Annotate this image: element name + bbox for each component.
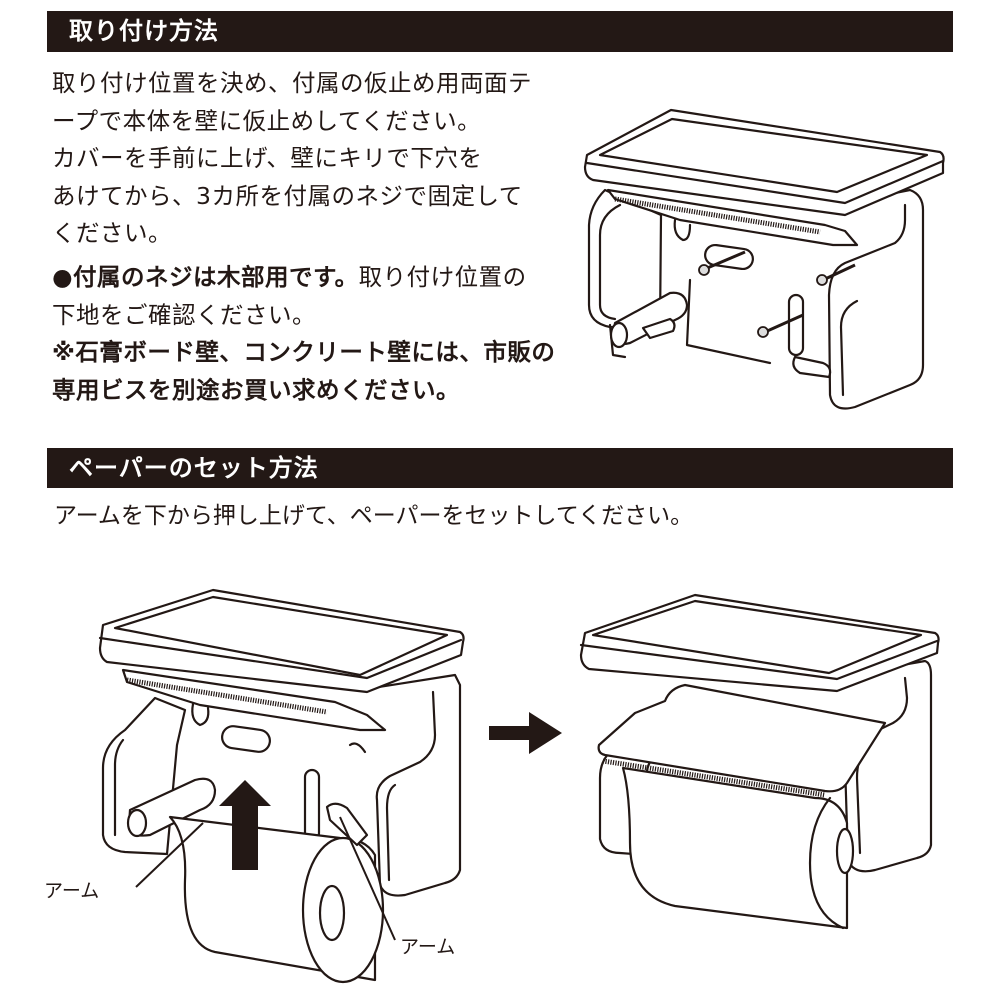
paper-set-before-illustration: [98, 588, 465, 984]
section-header-install: 取り付け方法: [47, 11, 953, 52]
instruction-line: ください。: [52, 219, 172, 247]
right-arrow-icon: [489, 712, 562, 754]
screw-icon: [816, 274, 828, 286]
screw-note: ●付属のネジは木部用です。取り付け位置の 下地をご確認ください。 ※石膏ボード壁…: [52, 259, 562, 409]
instruction-line: あけてから、3カ所を付属のネジで固定して: [52, 181, 523, 210]
screw-icon: [757, 326, 769, 338]
section-title-paper: ペーパーのセット方法: [69, 454, 319, 482]
note-line-1: ●付属のネジは木部用です。取り付け位置の: [52, 259, 562, 297]
warning-line: 専用ビスを別途お買い求めください。: [52, 375, 460, 404]
note-line-2: 下地をご確認ください。: [52, 300, 316, 329]
instruction-line: カバーを手前に上げ、壁にキリで下穴を: [52, 144, 483, 172]
install-instructions: 取り付け位置を決め、付属の仮止め用両面テ ープで本体を壁に仮止めしてください。 …: [52, 65, 562, 253]
section-title-install: 取り付け方法: [69, 17, 219, 45]
instruction-line: 取り付け位置を決め、付属の仮止め用両面テ: [52, 69, 532, 97]
section-header-paper: ペーパーのセット方法: [47, 448, 953, 488]
paper-set-instruction: アームを下から押し上げて、ペーパーをセットしてください。: [54, 503, 694, 529]
up-arrow-icon: [219, 780, 271, 870]
screw-icon: [698, 264, 710, 276]
instruction-line: ープで本体を壁に仮止めしてください。: [52, 106, 482, 135]
mounting-illustration: [583, 108, 945, 410]
paper-set-after-illustration: [579, 593, 940, 930]
warning-line: ※石膏ボード壁、コンクリート壁には、市販の: [52, 338, 556, 366]
arm-label-right: アーム: [400, 936, 456, 958]
note-rest: 取り付け位置の: [358, 263, 527, 291]
note-bold-prefix: ●付属のネジは木部用です。: [52, 263, 359, 291]
arm-label-left: アーム: [44, 880, 100, 902]
